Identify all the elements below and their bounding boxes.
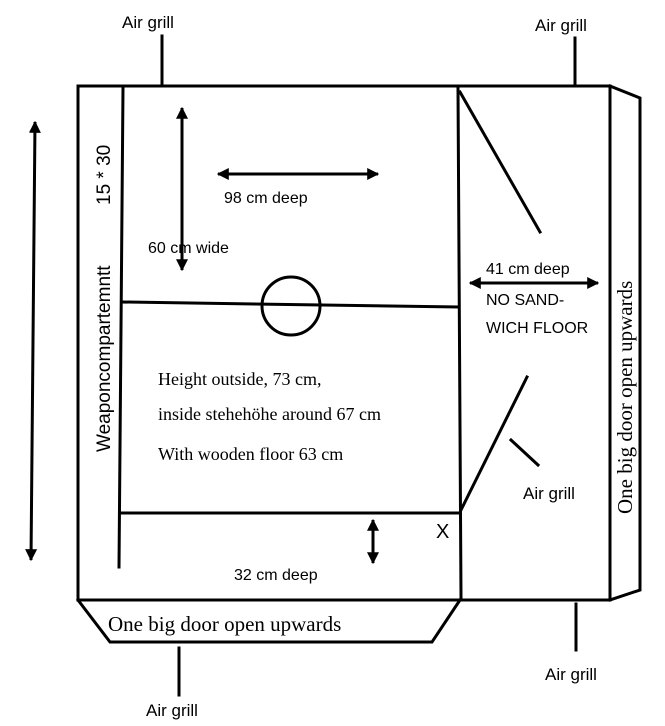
diagonal-lower bbox=[458, 374, 530, 513]
arrow-outer-height bbox=[25, 120, 41, 562]
outer-box bbox=[76, 84, 612, 602]
label-door-bottom: One big door open upwards bbox=[108, 612, 341, 636]
label-door-right: One big door open upwards bbox=[613, 281, 637, 514]
circle-hatch bbox=[260, 275, 322, 337]
right-door-panel bbox=[608, 84, 642, 602]
label-wooden-floor: With wooden floor 63 cm bbox=[158, 444, 343, 464]
label-weapon-compartment: Weaponcompartemntt bbox=[94, 265, 115, 452]
label-no-sandwich-2: WICH FLOOR bbox=[486, 320, 588, 337]
label-no-sandwich-1: NO SAND- bbox=[486, 292, 564, 309]
label-air-grill-bottom-right: Air grill bbox=[545, 665, 597, 684]
label-air-grill-right-mid: Air grill bbox=[523, 484, 575, 503]
label-60-wide: 60 cm wide bbox=[148, 240, 229, 257]
bottom-door-panel bbox=[75, 597, 463, 644]
label-98-deep: 98 cm deep bbox=[224, 190, 308, 207]
label-height-outside: Height outside, 73 cm, bbox=[158, 369, 321, 389]
label-weapon-size: 15 * 30 bbox=[94, 145, 115, 205]
air-grill-slot bbox=[508, 437, 541, 468]
weapon-compartment-wall bbox=[117, 86, 125, 569]
right-compartment-wall bbox=[456, 86, 463, 600]
label-inside-height: inside stehehöhe around 67 cm bbox=[158, 404, 381, 424]
label-air-grill-top-right: Air grill bbox=[535, 16, 587, 35]
label-41-deep: 41 cm deep bbox=[486, 261, 570, 278]
label-air-grill-bottom-left: Air grill bbox=[146, 701, 198, 720]
label-x-mark: X bbox=[436, 521, 449, 543]
label-32-deep: 32 cm deep bbox=[234, 567, 318, 584]
label-air-grill-top-left: Air grill bbox=[122, 13, 174, 32]
middle-divider bbox=[121, 300, 460, 309]
diagonal-upper bbox=[457, 89, 543, 235]
